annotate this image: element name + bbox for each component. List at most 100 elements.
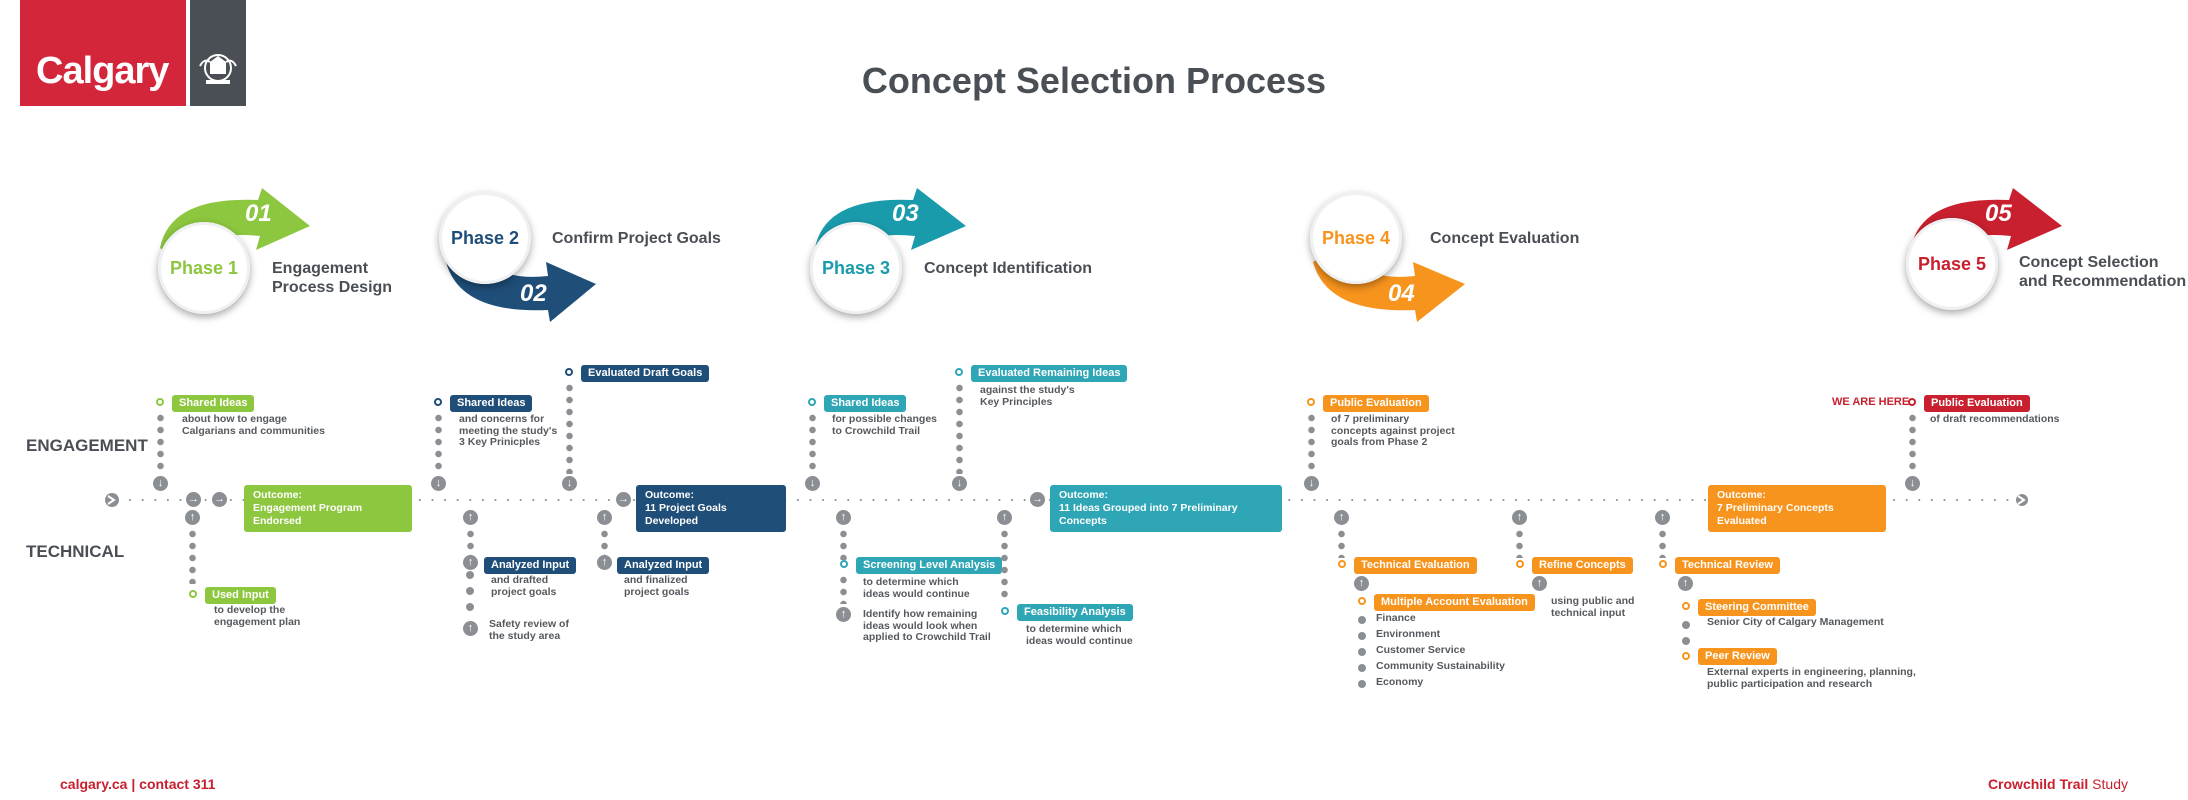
arrow-up-icon: ↑ (185, 510, 200, 525)
phase2-number: 02 (520, 280, 547, 307)
p2-analyzed-input-desc: and drafted project goals (491, 574, 557, 598)
dotted-connector (956, 382, 963, 474)
footer-contact[interactable]: calgary.ca | contact 311 (60, 776, 216, 792)
dotted-connector (1516, 528, 1523, 558)
arrow-down-icon: ↓ (562, 476, 577, 491)
ring-marker (1516, 560, 1524, 568)
step-dot (1682, 637, 1690, 645)
arrow-right-icon: → (1030, 492, 1045, 507)
phase5-name: Concept Selection and Recommendation (2019, 254, 2187, 290)
arrow-down-icon: ↓ (952, 476, 967, 491)
arrow-right-icon: → (616, 492, 631, 507)
footer-study-name: Crowchild Trail Study (1988, 776, 2128, 792)
arrow-up-icon: ↑ (463, 510, 478, 525)
crest-icon (190, 0, 246, 106)
p2-shared-ideas-desc: and concerns for meeting the study's 3 K… (459, 413, 558, 448)
p4-outcome-box: Outcome: 7 Preliminary Concepts Evaluate… (1708, 485, 1886, 532)
logo-wordmark: Calgary (36, 50, 169, 92)
p1-shared-ideas-desc: about how to engage Calgarians and commu… (182, 413, 325, 437)
p5-public-evaluation-desc: of draft recommendations (1930, 413, 2060, 425)
arrow-up-icon: ↑ (836, 510, 851, 525)
phase4-number: 04 (1388, 280, 1415, 307)
p3-shared-ideas-desc: for possible changes to Crowchild Trail (832, 413, 938, 437)
p3-shared-ideas-tag: Shared Ideas (824, 395, 907, 412)
arrow-down-icon: ↓ (431, 476, 446, 491)
p4-peer-review-tag: Peer Review (1698, 648, 1777, 665)
p2-shared-ideas-tag: Shared Ideas (450, 395, 533, 412)
phase2-circle: Phase 2 (439, 192, 531, 284)
p1-shared-ideas-tag: Shared Ideas (172, 395, 255, 412)
p1-used-input-desc: to develop the engagement plan (214, 604, 301, 628)
arrow-up-icon: ↑ (1655, 510, 1670, 525)
arrow-up-icon: ↑ (597, 510, 612, 525)
arrow-right-icon: → (186, 492, 201, 507)
step-dot (466, 571, 474, 579)
p5-public-evaluation-tag: Public Evaluation (1924, 395, 2030, 412)
outcome-title: Outcome: (645, 489, 695, 501)
p3-feasibility-desc: to determine which ideas would continue (1026, 623, 1133, 647)
step-dot (1358, 648, 1366, 656)
ring-marker (189, 590, 197, 598)
phase2-name: Confirm Project Goals (552, 230, 721, 247)
step-dot (1358, 616, 1366, 624)
p4-refine-concepts-tag: Refine Concepts (1532, 557, 1633, 574)
p2-analyzed-input-tag-2: Analyzed Input (617, 557, 710, 574)
engagement-row-label: ENGAGEMENT (26, 436, 148, 455)
ring-marker (840, 560, 848, 568)
p2-outcome-box: Outcome: 11 Project Goals Developed (636, 485, 786, 532)
ring-marker (808, 398, 816, 406)
p4-technical-evaluation-tag: Technical Evaluation (1354, 557, 1477, 574)
mae-item: Community Sustainability (1376, 660, 1505, 672)
we-are-here-label: WE ARE HERE (1832, 396, 1910, 408)
p4-steering-desc: Senior City of Calgary Management (1707, 616, 1884, 628)
p3-evaluated-remaining-tag: Evaluated Remaining Ideas (971, 365, 1128, 382)
dotted-connector (1001, 528, 1008, 602)
mae-item: Economy (1376, 676, 1424, 688)
arrow-up-icon: ↑ (1532, 576, 1547, 591)
dotted-connector (566, 382, 573, 474)
arrow-down-icon: ↓ (1304, 476, 1319, 491)
ring-marker (1659, 560, 1667, 568)
ring-marker (1682, 602, 1690, 610)
ring-marker (156, 398, 164, 406)
ring-marker (1358, 597, 1366, 605)
p4-technical-review-tag: Technical Review (1675, 557, 1780, 574)
phase1-number: 01 (245, 200, 272, 227)
ring-marker (434, 398, 442, 406)
dotted-connector (467, 528, 474, 560)
phase3-number: 03 (892, 200, 919, 227)
p4-public-evaluation-desc: of 7 preliminary concepts against projec… (1331, 413, 1455, 448)
phase4-name: Concept Evaluation (1430, 230, 1580, 247)
step-dot (1682, 621, 1690, 629)
arrow-up-icon: ↑ (997, 510, 1012, 525)
arrow-down-icon: ↓ (1905, 476, 1920, 491)
dotted-connector (1909, 412, 1916, 474)
ring-marker (565, 368, 573, 376)
step-dot (1358, 664, 1366, 672)
p2-analyzed-input-tag: Analyzed Input (484, 557, 577, 574)
phase4-circle: Phase 4 (1310, 192, 1402, 284)
outcome-title: Outcome: (1059, 489, 1109, 501)
p1-outcome-box: Outcome: Engagement Program Endorsed (244, 485, 412, 532)
step-dot (1358, 680, 1366, 688)
p2-evaluated-draft-goals-tag: Evaluated Draft Goals (581, 365, 710, 382)
p3-screening-desc: to determine which ideas would continue (863, 576, 970, 600)
p3-evaluated-remaining-desc: against the study's Key Principles (980, 384, 1075, 408)
ring-marker (1908, 398, 1916, 406)
dotted-connector (601, 528, 608, 558)
arrow-down-icon: ↓ (805, 476, 820, 491)
ring-marker (1307, 398, 1315, 406)
dotted-connector (189, 528, 196, 584)
page-title: Concept Selection Process (861, 60, 1327, 101)
ring-marker (955, 368, 963, 376)
footer-study-bold: Crowchild Trail (1987, 776, 2089, 792)
outcome-text: 11 Project Goals Developed (645, 502, 727, 527)
phase3-name: Concept Identification (924, 260, 1092, 277)
mae-item: Finance (1376, 612, 1416, 624)
p4-refine-desc: using public and technical input (1551, 595, 1635, 619)
calgary-logo (20, 0, 186, 106)
arrow-up-icon: ↑ (1512, 510, 1527, 525)
dotted-connector (1338, 528, 1345, 558)
p4-public-evaluation-tag: Public Evaluation (1323, 395, 1429, 412)
